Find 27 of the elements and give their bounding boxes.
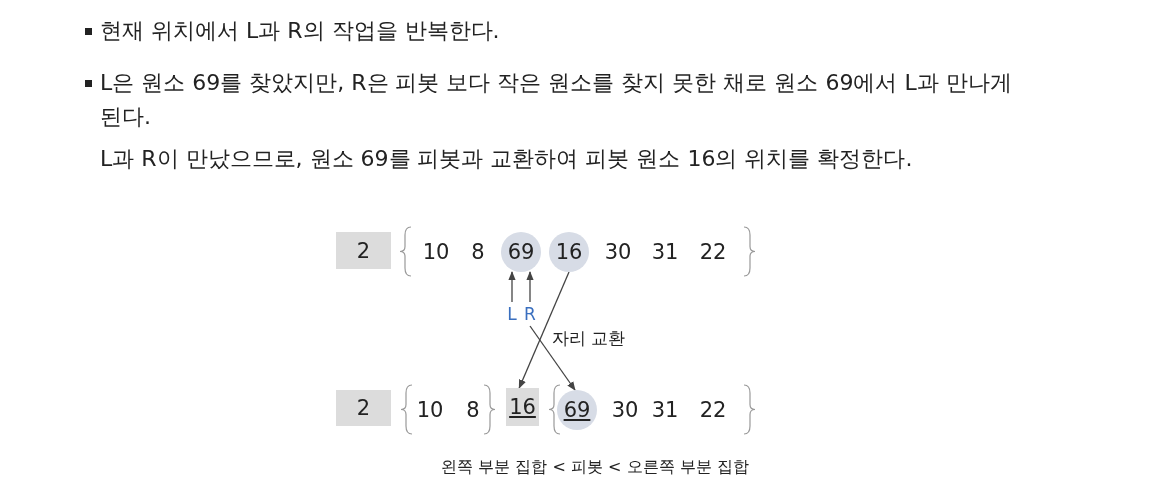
arrow xyxy=(529,325,576,391)
pointer-label: R xyxy=(522,302,538,326)
caption: 왼쪽 부분 집합 < 피봇 < 오른쪽 부분 집합 xyxy=(441,456,749,478)
element-value: 8 xyxy=(471,240,485,264)
bullet-text: L과 R이 만났으므로, 원소 69를 피봇과 교환하여 피봇 원소 16의 위치를 확정한다. xyxy=(100,145,913,173)
bullet-text: 현재 위치에서 L과 R의 작업을 반복한다. xyxy=(100,17,500,45)
edge-note: 자리 교환 xyxy=(552,327,626,350)
pointer-label: L xyxy=(504,302,520,326)
arrow xyxy=(526,271,534,303)
element-value: 31 xyxy=(651,240,679,264)
pivot-box: 2 xyxy=(336,232,391,269)
element-value: 22 xyxy=(699,398,727,422)
pivot-box: 2 xyxy=(336,390,391,426)
element-value: 10 xyxy=(416,398,444,422)
element-value: 8 xyxy=(466,398,480,422)
element-value: 30 xyxy=(611,398,639,422)
element-value: 10 xyxy=(422,240,450,264)
element-value: 22 xyxy=(699,240,727,264)
highlight-circle: 16 xyxy=(549,232,589,272)
element-value: 31 xyxy=(651,398,679,422)
element-value: 30 xyxy=(604,240,632,264)
highlight-circle: 69 xyxy=(557,390,597,430)
pivot-box: 16 xyxy=(506,388,539,426)
highlight-circle: 69 xyxy=(501,232,541,272)
arrow xyxy=(508,271,516,303)
bullet-text: L은 원소 69를 찾았지만, R은 피봇 보다 작은 원소를 찾지 못한 채로 원소 69에서 L과 만나게 된다. xyxy=(100,69,1013,131)
arrow xyxy=(518,271,570,389)
